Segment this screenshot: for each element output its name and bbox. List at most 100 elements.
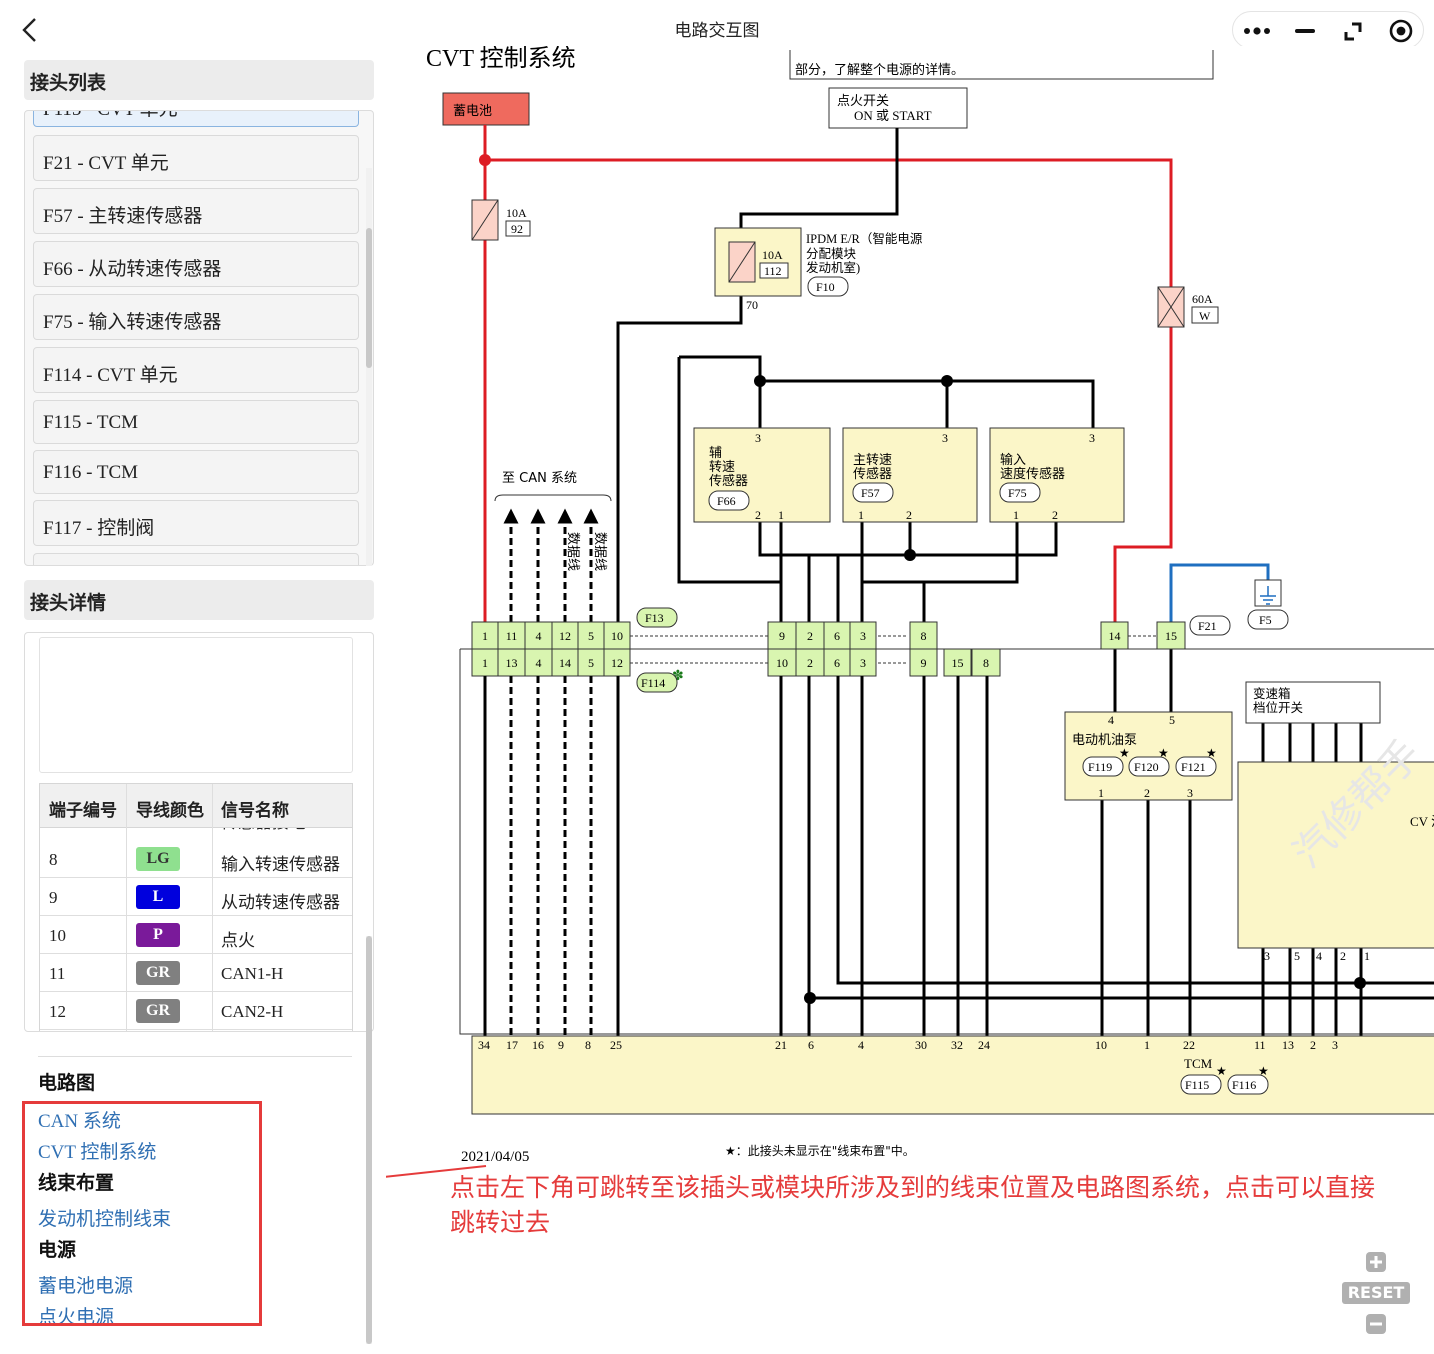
connector-detail-header: 接头详情: [24, 580, 374, 620]
connector-pin[interactable]: [909, 621, 938, 650]
link-can-system[interactable]: CAN 系统: [38, 1111, 121, 1132]
zoom-in-button[interactable]: [1366, 1252, 1386, 1277]
header-signal: 信号名称: [221, 801, 289, 821]
ipdm-connector: F10: [816, 280, 835, 294]
detail-scroll-thumb[interactable]: [366, 936, 372, 1344]
column-divider: [212, 784, 213, 1031]
connector-pin[interactable]: [795, 648, 825, 677]
connector-pin[interactable]: [551, 621, 579, 650]
column-divider: [126, 784, 127, 1031]
link-ignition-power[interactable]: 点火电源: [38, 1307, 115, 1328]
circuit-diagram[interactable]: CVT 控制系统 部分，了解整个电源的详情。 蓄电池 点火开关 ON 或 STA…: [386, 46, 1434, 1354]
sensor-f75[interactable]: 3 输入 速度传感器 F75 1 2: [989, 427, 1125, 523]
data-line-label: 数据线: [592, 532, 607, 571]
connector-pin[interactable]: [471, 621, 499, 650]
connector-item[interactable]: F75 - 输入转速传感器: [33, 294, 359, 340]
svg-text:★: ★: [1258, 1064, 1269, 1078]
connector-pin[interactable]: [767, 621, 797, 650]
connector-item[interactable]: F117 - 控制阀: [33, 500, 359, 546]
connector-item[interactable]: [33, 553, 359, 565]
connector-pin[interactable]: [577, 621, 605, 650]
minimize-button[interactable]: [1281, 12, 1329, 50]
connector-list-scrollbar[interactable]: [366, 168, 372, 566]
tcm-pin-number: 10: [1095, 1038, 1107, 1052]
svg-text:3: 3: [755, 431, 761, 445]
can-label: 至 CAN 系统: [502, 471, 577, 486]
connector-pin[interactable]: [795, 621, 825, 650]
connector-pin[interactable]: [1156, 621, 1186, 650]
reset-button[interactable]: RESET: [1342, 1282, 1410, 1304]
range-switch-box[interactable]: [1245, 681, 1381, 724]
ground-symbol[interactable]: [1254, 579, 1282, 607]
svg-text:F5: F5: [1259, 613, 1272, 627]
tcm-pin-number: 16: [532, 1038, 544, 1052]
connector-item[interactable]: F114 - CVT 单元: [33, 347, 359, 393]
restore-window-icon: [1344, 22, 1362, 41]
connector-item-selected[interactable]: F115 - CVT 单元: [33, 111, 359, 127]
link-engine-harness[interactable]: 发动机控制线束: [38, 1209, 172, 1230]
ipdm-module[interactable]: [714, 227, 802, 297]
tcm-connector-f116[interactable]: F116: [1232, 1078, 1256, 1092]
connector-tag-f114[interactable]: [636, 672, 678, 693]
zoom-out-button[interactable]: [1366, 1314, 1386, 1339]
power-group-title: 电源: [38, 1239, 77, 1261]
connector-item[interactable]: F66 - 从动转速传感器: [33, 241, 359, 287]
connector-item[interactable]: F116 - TCM: [33, 450, 359, 494]
connector-tag-f21[interactable]: [1189, 615, 1231, 636]
tcm-module[interactable]: [471, 1035, 1434, 1115]
connector-pin[interactable]: [1100, 621, 1129, 650]
connector-item[interactable]: F57 - 主转速传感器: [33, 188, 359, 234]
svg-text:3: 3: [1264, 949, 1270, 963]
connector-list-scroll-thumb[interactable]: [366, 228, 372, 368]
ground-wire: [1169, 563, 1270, 622]
ignition-switch-box[interactable]: [828, 87, 968, 129]
connector-pin-label: 15: [1165, 629, 1177, 643]
ipdm-label-2: 分配模块: [806, 247, 857, 261]
connector-pin[interactable]: [471, 648, 499, 677]
fuse-10a-rating: 10A: [506, 206, 527, 220]
ipdm-pin: 70: [746, 298, 758, 312]
connector-tag-f5[interactable]: [1247, 609, 1289, 630]
record-button[interactable]: [1377, 12, 1425, 50]
signal-name: CAN1-H: [221, 964, 284, 983]
electric-oil-pump[interactable]: 4 5 电动机油泵 F119 F120 F121 ★ ★ ★ 1 2 3: [1064, 711, 1233, 801]
connector-pin[interactable]: [823, 648, 851, 677]
connector-pin[interactable]: [849, 648, 877, 677]
sensor-f57[interactable]: 3 主转速 传感器 F57 1 2: [842, 427, 978, 523]
connector-tag-f13[interactable]: [636, 607, 678, 628]
more-button[interactable]: [1233, 12, 1281, 50]
back-button[interactable]: [14, 14, 46, 46]
circuit-diagram-svg[interactable]: CVT 控制系统 部分，了解整个电源的详情。 蓄电池 点火开关 ON 或 STA…: [386, 46, 1434, 1354]
restore-button[interactable]: [1329, 12, 1377, 50]
link-battery-power[interactable]: 蓄电池电源: [38, 1276, 134, 1297]
tcm-connector-f115[interactable]: F115: [1185, 1078, 1209, 1092]
connector-list[interactable]: F115 - CVT 单元 F21 - CVT 单元 F57 - 主转速传感器 …: [24, 110, 374, 566]
svg-text:转速: 转速: [709, 460, 735, 475]
connector-pin-label: 4: [536, 629, 542, 643]
ipdm-label-1: IPDM E/R（智能电源: [806, 231, 923, 246]
window-capsule: [1232, 11, 1424, 49]
can-wires-lower: [509, 676, 593, 1036]
ipdm-label-3: 发动机室): [806, 260, 860, 275]
connector-pin[interactable]: [823, 621, 851, 650]
svg-text:5: 5: [1294, 949, 1300, 963]
connector-list-header: 接头列表: [24, 60, 374, 100]
connector-item[interactable]: F21 - CVT 单元: [33, 135, 359, 181]
connector-item[interactable]: F115 - TCM: [33, 400, 359, 444]
connector-pin[interactable]: [603, 621, 631, 650]
link-cvt-control[interactable]: CVT 控制系统: [38, 1142, 157, 1163]
tcm-pin-number: 25: [610, 1038, 622, 1052]
sensor-f66[interactable]: 3 辅 转速 传感器 F66 2 1: [693, 427, 831, 523]
cvt-temperature-sensor[interactable]: [1237, 761, 1434, 949]
connector-pin[interactable]: [524, 648, 553, 677]
can-wires: [503, 508, 599, 622]
page-title: 电路交互图: [674, 21, 760, 41]
minus-icon: [1366, 1314, 1386, 1334]
connector-pin-label: 12: [611, 656, 623, 670]
detail-scrollbar[interactable]: [366, 936, 372, 1344]
svg-text:★: ★: [1119, 746, 1130, 760]
